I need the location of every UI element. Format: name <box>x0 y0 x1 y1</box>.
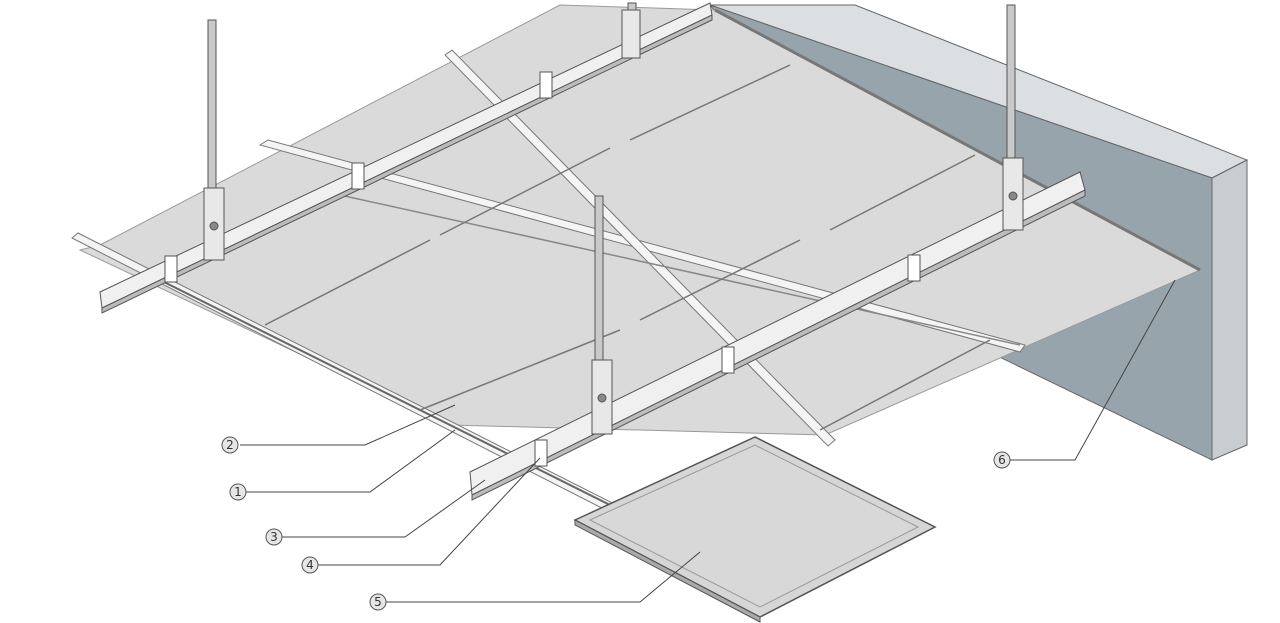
suspension-rods <box>203 2 1024 435</box>
clip <box>351 162 365 190</box>
hanger-rod <box>594 195 604 367</box>
short-tee <box>419 329 621 411</box>
leader-line-5 <box>385 551 701 603</box>
callout-5: 5 <box>369 593 387 611</box>
callout-4: 4 <box>301 556 319 574</box>
main-runner-side <box>471 189 1086 501</box>
cross-tee-line <box>159 279 651 526</box>
callout-3-label: 3 <box>270 530 278 544</box>
main-runner-side <box>101 14 713 314</box>
clip <box>539 71 553 99</box>
short-tee <box>629 64 791 141</box>
callout-6-label: 6 <box>998 453 1006 467</box>
wall-side <box>1211 159 1248 461</box>
detached-panel <box>573 436 937 623</box>
runner-clips <box>164 71 921 467</box>
hanger-bolt <box>597 393 607 403</box>
hanger-bracket <box>621 9 641 59</box>
hanger-rod <box>207 19 217 196</box>
clip <box>907 254 921 282</box>
callout-1-label: 1 <box>234 485 242 499</box>
clip <box>164 255 178 283</box>
panel-edge <box>574 519 761 623</box>
leader-line-2 <box>240 404 456 446</box>
cross-tee-line <box>339 194 1021 346</box>
leader-line-1 <box>245 429 456 493</box>
hanger-bolt <box>1008 191 1018 201</box>
panel-inner <box>588 444 920 608</box>
secondary-tees <box>264 64 991 431</box>
short-tee <box>819 339 991 431</box>
hanger-bolt <box>209 221 219 231</box>
main-runners <box>99 2 1086 501</box>
callout-6: 6 <box>993 451 1011 469</box>
leader-line-6 <box>1010 279 1176 461</box>
callout-5-label: 5 <box>374 595 382 609</box>
clip <box>721 346 735 374</box>
short-tee <box>829 154 976 231</box>
leader-line-3 <box>282 479 486 538</box>
short-tee <box>439 147 611 236</box>
callout-2: 2 <box>221 436 239 454</box>
leader-line-4 <box>318 457 541 566</box>
callout-1: 1 <box>229 483 247 501</box>
short-tee <box>639 239 801 321</box>
wall-angle-edge <box>714 8 1201 272</box>
callouts: 2 1 3 4 5 6 <box>221 436 1011 611</box>
callout-2-label: 2 <box>226 438 234 452</box>
callout-3: 3 <box>265 528 283 546</box>
callout-4-label: 4 <box>306 558 314 572</box>
leader-lines <box>240 279 1176 603</box>
hanger-rod <box>1006 4 1016 166</box>
short-tee <box>264 239 431 326</box>
